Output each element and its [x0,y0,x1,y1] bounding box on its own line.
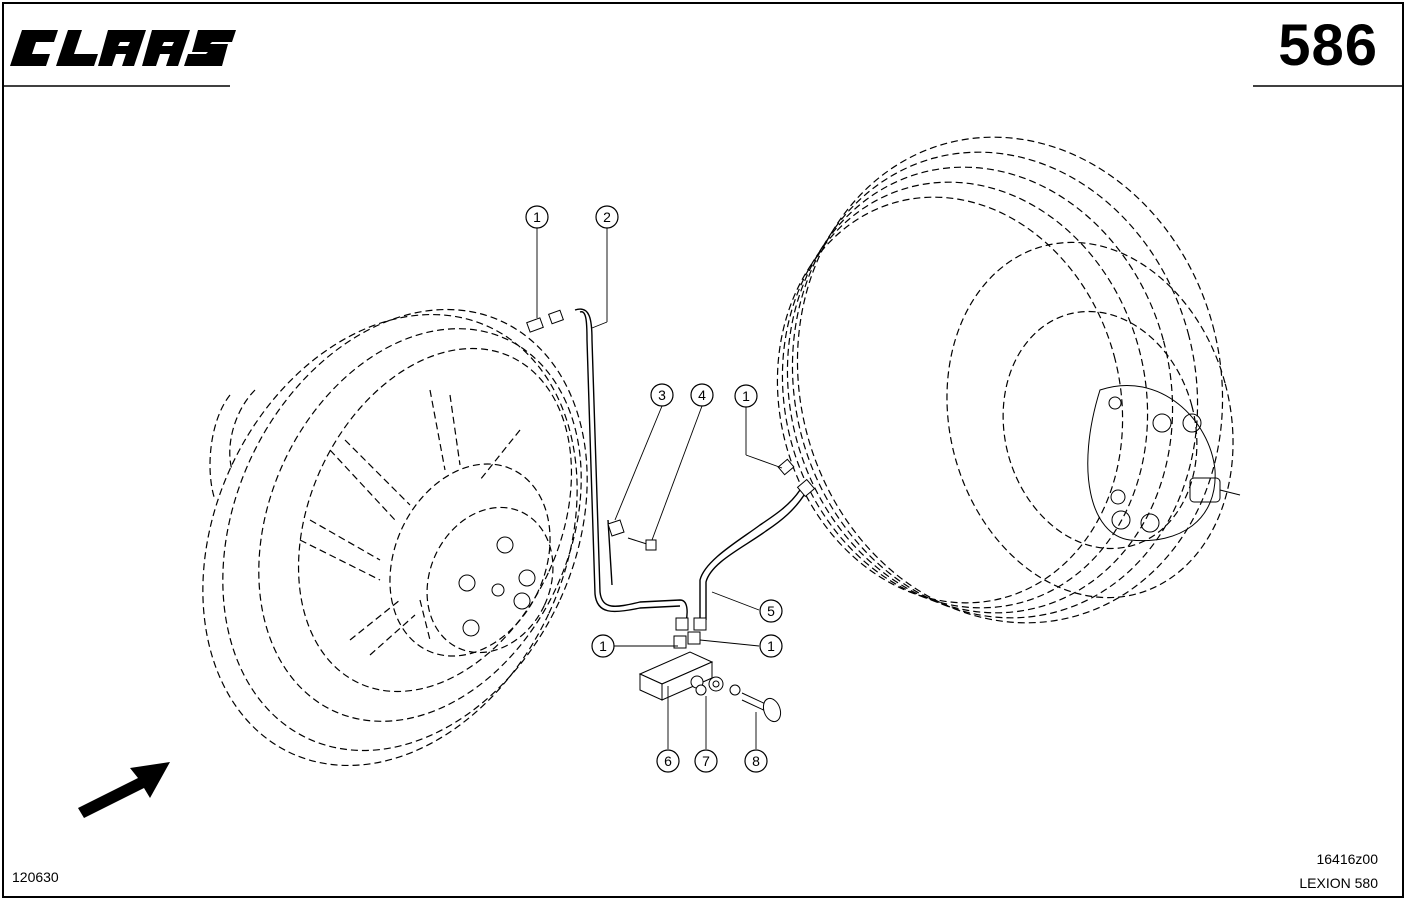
callout-balloon-6 [656,749,680,773]
direction-arrow-icon [78,762,170,818]
callout-balloon-1c [591,634,615,658]
callout-balloon-4 [690,383,714,407]
distributor-assembly [638,651,782,723]
callout-balloon-2 [595,205,619,229]
callout-balloon-1b [734,384,758,408]
callout-balloon-8 [744,749,768,773]
callout-label: 4 [698,387,706,403]
callout-label: 1 [767,638,775,654]
callout-balloon-1a [525,205,549,229]
callout-label: 6 [664,753,672,769]
clip-and-bolt [607,519,657,551]
drawing-number-left: 120630 [12,869,59,885]
callout-balloon-1d [759,634,783,658]
brake-lines [574,308,807,623]
leader-lines [536,228,783,749]
left-wheel-outline [202,308,588,767]
callout-label: 8 [752,753,760,769]
callout-balloon-3 [650,383,674,407]
callout-balloon-5 [759,599,783,623]
callout-label: 1 [533,209,541,225]
model-name: LEXION 580 [1299,875,1378,891]
callout-balloons [525,205,783,773]
callout-label: 1 [742,388,750,404]
right-wheel-outline [776,136,1234,624]
callout-balloon-7 [694,749,718,773]
callout-label: 1 [599,638,607,654]
drawing-reference: 16416z00 [1316,851,1378,867]
left-wheel-hub [458,536,536,637]
right-wheel-hub [1087,385,1241,542]
callout-label: 3 [658,387,666,403]
fittings [526,309,816,649]
callout-label: 2 [603,209,611,225]
callout-label: 5 [767,603,775,619]
claas-logo [10,30,236,66]
callout-labels: 1 2 3 4 1 1 1 5 6 7 8 [533,209,775,769]
page-number: 586 [1278,13,1378,78]
callout-label: 7 [702,753,710,769]
